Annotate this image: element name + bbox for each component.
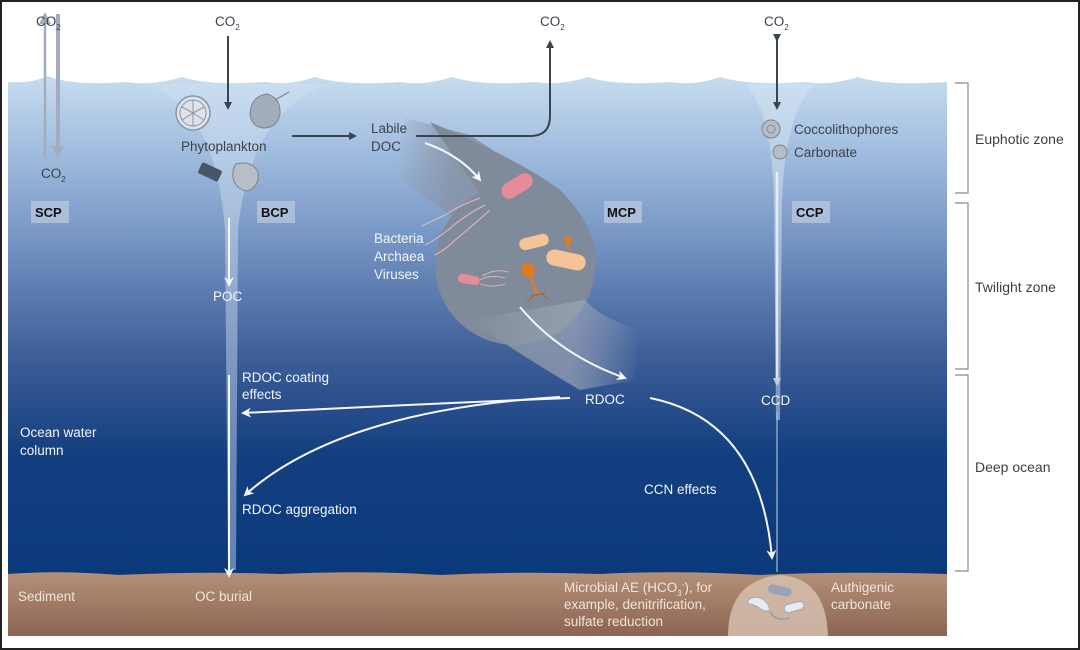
scp-box [31,201,69,223]
ocean-water-column-label-1: Ocean water [20,425,97,440]
authigenic-label-2: carbonate [831,597,891,612]
microbes-to-rdoc-arrow [519,306,627,381]
twilight-zone-label: Twilight zone [975,279,1056,295]
euphotic-zone-label: Euphotic zone [975,131,1064,147]
ccp-box [792,201,830,223]
rdoc-aggregation-label: RDOC aggregation [242,502,357,517]
rdoc-coating-label-1: RDOC coating [242,370,329,385]
microbial-ae-label-3: sulfate reduction [564,614,663,629]
bacteria-small-icon [458,270,509,287]
bcp-co2-top-label: CO2 [215,14,240,32]
bcp-box [257,201,295,223]
microbial-ae-label-2: example, denitrification, [564,597,706,612]
dinoflagellate-icon [249,91,290,129]
ccd-label: CCD [761,393,790,408]
bacteria-rod-icon [519,233,549,251]
rdoc-aggregation-arrow [243,396,561,497]
scp-co2-bottom-label: CO2 [41,166,66,184]
diatom-icon [175,95,211,131]
carbonate-label: Carbonate [794,145,857,160]
poc-label: POC [213,289,243,304]
rdoc-coating-label-2: effects [242,387,282,402]
rdoc-label: RDOC [585,392,625,407]
microbial-ae-label-1: Microbial AE (HCO3-), for [564,580,713,598]
deep-ocean-label: Deep ocean [975,459,1051,475]
mcp-box [604,201,642,223]
mcp-co2-top-label: CO2 [540,14,565,32]
coccolith-icon [232,162,259,192]
doc-to-co2-arrow [416,40,554,137]
bcp-funnel-shape [140,84,330,570]
coccolithophores-label: Coccolithophores [794,122,899,137]
ccp-funnel [745,84,815,420]
cyanobacteria-icon [198,162,222,182]
euphotic-bracket [955,82,969,194]
sediment-microbes-icon [746,584,805,620]
ccp-label: CCP [796,205,824,220]
ocean-water-column-label-2: column [20,443,64,458]
mcp-label: MCP [607,205,636,220]
sediment-layer [8,572,947,636]
labile-doc-label-1: Labile [371,121,407,136]
labile-doc-label-2: DOC [371,139,401,154]
authigenic-label-1: Authigenic [831,580,894,595]
virus-phage-icon [521,263,549,303]
coccolithophore-icon [761,119,781,139]
oc-burial-label: OC burial [195,589,252,604]
archaea-label: Archaea [374,249,425,264]
twilight-bracket [955,202,969,370]
ccp-co2-top-label: CO2 [764,14,789,32]
ccn-effects-label: CCN effects [644,482,717,497]
sediment-label: Sediment [18,589,75,604]
phytoplankton-label: Phytoplankton [181,139,267,154]
viruses-label: Viruses [374,267,419,282]
ccn-effects-arrow [649,397,777,560]
bcp-label: BCP [261,205,289,220]
authigenic-carbonate-mound [728,575,828,636]
bacteria-label: Bacteria [374,231,424,246]
doc-to-microbes-arrow [424,142,482,182]
archaea-icon [546,236,586,271]
carbonate-icon [772,144,788,160]
deep-bracket [955,374,969,572]
bacteria-flagellated-icon [421,173,533,256]
scp-co2-top-label: CO2 [36,14,61,32]
scp-label: SCP [35,205,62,220]
